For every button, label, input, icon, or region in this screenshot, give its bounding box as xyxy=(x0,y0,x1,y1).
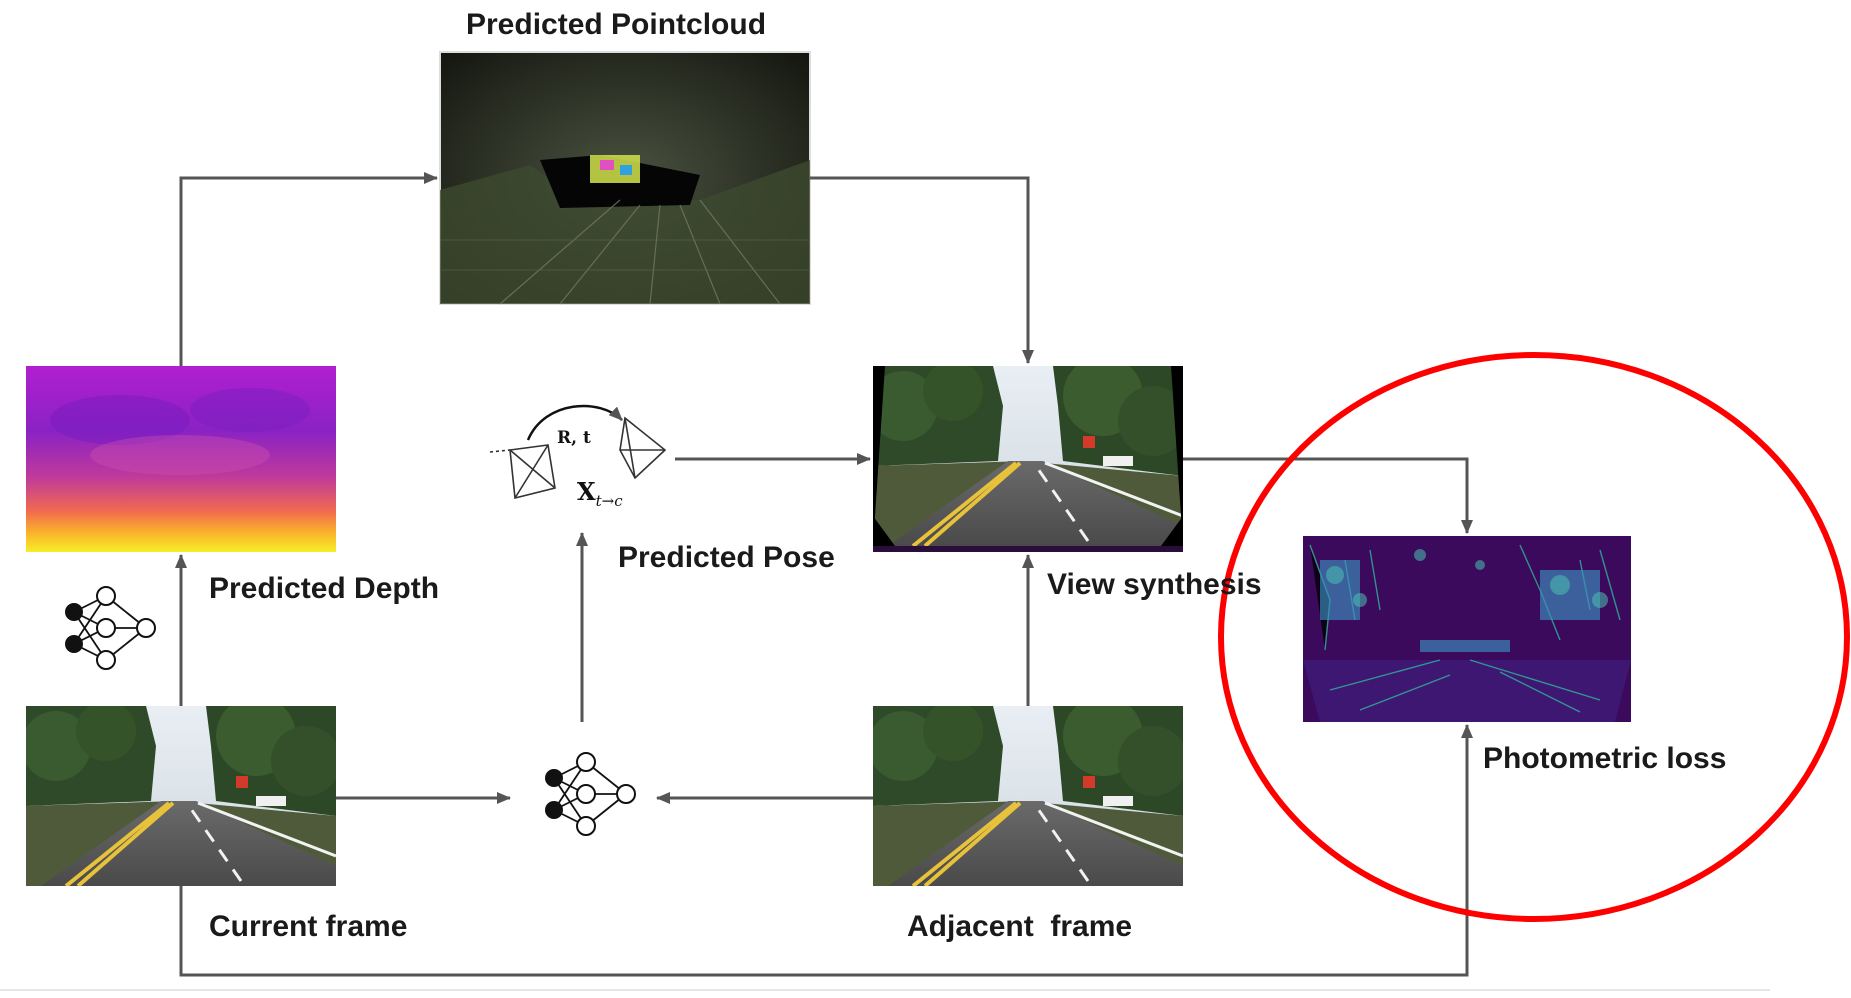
depth-map-image xyxy=(26,366,336,552)
adjacent-frame-image xyxy=(873,706,1183,886)
camera-frustum-icon xyxy=(489,444,556,499)
rotation-arc-arrow xyxy=(526,404,623,441)
pose-x-label: Xt→c xyxy=(577,477,623,510)
photometric-loss-label: Photometric loss xyxy=(1483,742,1727,775)
depth-label: Predicted Depth xyxy=(209,572,440,605)
pose-rt-label: R, t xyxy=(557,428,591,448)
arrow-view-to-loss xyxy=(1183,457,1473,534)
pointcloud-image xyxy=(439,51,811,305)
current-frame-image xyxy=(26,706,336,886)
pointcloud-label: Predicted Pointcloud xyxy=(466,8,767,41)
camera-frustum-icon xyxy=(619,416,667,480)
arrow-pointcloud-to-view xyxy=(810,176,1034,364)
arrow-current-to-loss xyxy=(179,724,1473,977)
neural-network-icon xyxy=(544,752,636,836)
pose-label: Predicted Pose xyxy=(618,541,835,574)
adjacent-frame-label: Adjacent frame xyxy=(907,910,1133,943)
highlight-circle xyxy=(1218,352,1850,922)
view-synthesis-image xyxy=(873,366,1183,552)
view-synthesis-label: View synthesis xyxy=(1047,568,1262,601)
arrow-depth-to-pointcloud xyxy=(179,172,438,366)
neural-network-icon xyxy=(64,586,156,670)
current-frame-label: Current frame xyxy=(209,910,408,943)
flow-arrows xyxy=(175,172,1473,977)
photometric-loss-image xyxy=(1303,536,1631,722)
